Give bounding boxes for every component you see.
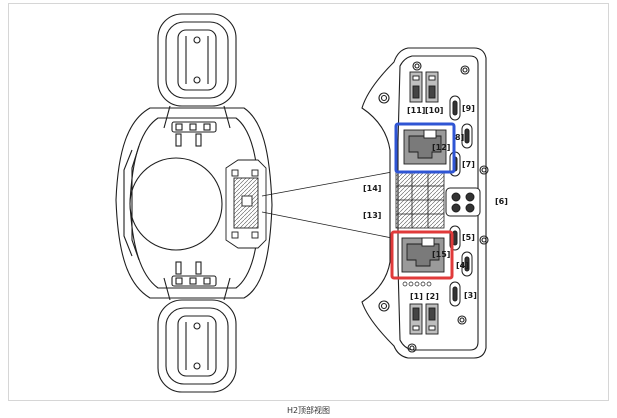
port-labels: [11] [10] [9] 8] [12] [7] [14] [6] [13] … [363,104,508,301]
highlight-box-port-12 [394,122,456,174]
figure-caption: H2顶部视图 [286,406,331,415]
label-port-11: [11] [407,106,425,115]
label-port-14: [14] [363,184,381,193]
label-port-9: [9] [462,104,475,113]
robot-body-outline [115,13,273,393]
central-dome [129,157,223,251]
label-port-5: [5] [462,233,475,242]
label-port-15: [15] [432,250,450,259]
port-13-14-grid [395,171,445,229]
label-port-6: [6] [495,197,508,206]
port-1-2-connectors [409,303,439,335]
leader-lines [261,171,393,239]
robot-top-view-diagram: [11] [10] [9] 8] [12] [7] [14] [6] [13] … [115,13,508,393]
label-port-3: [3] [464,291,477,300]
label-port-4: [4] [456,261,469,270]
port-10-11-connectors [409,71,439,103]
port-6-connector [445,187,481,217]
label-port-10: [10] [425,106,443,115]
port-15-ethernet [401,237,445,273]
label-port-13: [13] [363,211,381,220]
indicator-leds [402,281,432,287]
robot-connector-panel [225,159,267,249]
bottom-wheel [157,299,237,393]
highlight-box-port-15 [390,230,454,280]
diagram-frame [8,3,609,401]
label-port-7: [7] [462,160,475,169]
label-port-2: [2] [426,292,439,301]
top-wheel [157,13,237,107]
port-12-ethernet [403,129,447,165]
label-port-8: 8] [455,133,464,142]
label-port-12: [12] [432,143,450,152]
label-port-1: [1] [410,292,423,301]
